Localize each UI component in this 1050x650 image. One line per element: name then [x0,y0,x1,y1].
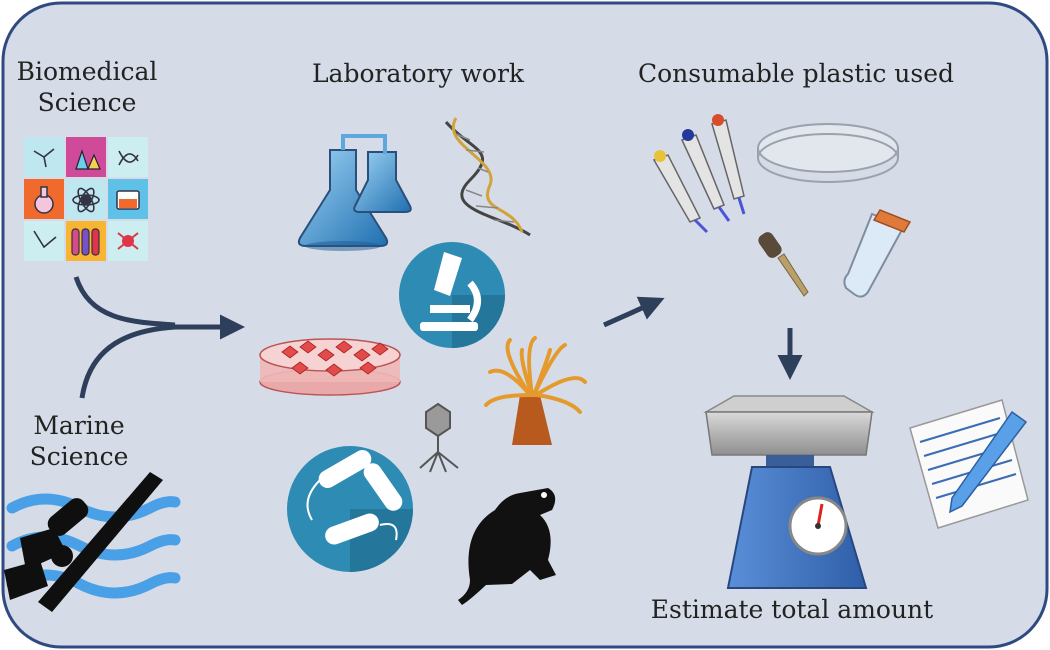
sea-anemone-icon [484,336,587,445]
estimate-total-title: Estimate total amount [650,595,934,624]
pipette-icon [652,114,746,234]
biomedical-science-title: Biomedical Science [12,56,162,118]
marine-science-title-line1: Marine [33,411,125,440]
rat-icon [458,488,556,605]
laboratory-work-title: Laboratory work [311,59,525,88]
marine-flow-curve [79,324,176,399]
falcon-tube-icon [843,209,912,298]
biomedical-science-title-line2: Science [37,88,137,117]
microscope-icon [399,242,505,348]
bacteria-icon [287,446,413,572]
petri-dish-icon [757,123,899,183]
petri-dish-cells-icon [259,338,401,396]
marine-science-title-line2: Science [29,442,129,471]
dropper-icon [758,232,809,297]
marine-science-title: Marine Science [14,410,144,472]
consumable-plastic-title: Consumable plastic used [638,59,955,88]
biomedical-flow-curve [73,276,176,328]
weighing-scale-icon [703,395,875,589]
to-consumables-arrow [602,296,665,328]
flask-icon [297,134,412,251]
biomedical-science-title-line1: Biomedical [16,57,158,86]
dna-helix-icon [444,117,531,237]
notepad-pen-icon [909,399,1029,529]
bacteriophage-icon [419,402,459,473]
scuba-diver-icon [4,472,181,612]
science-icon-grid [24,137,148,261]
